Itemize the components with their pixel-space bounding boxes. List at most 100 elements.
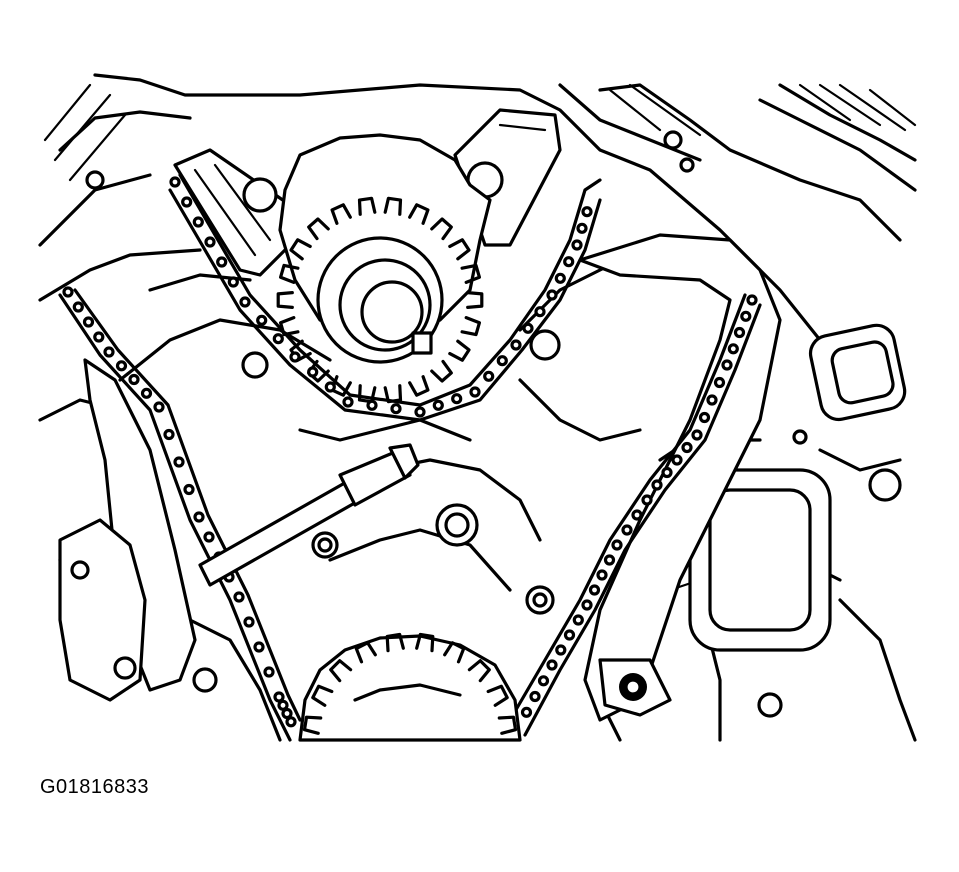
chain-link — [529, 690, 541, 703]
chain-link — [93, 331, 105, 343]
chain-link — [342, 396, 354, 408]
sprocket-tooth — [279, 263, 300, 284]
chain-link — [243, 616, 255, 628]
left-upper-chain-guide — [173, 148, 302, 277]
chain-link — [239, 296, 251, 308]
sprocket-tooth — [448, 238, 471, 261]
chain-link — [128, 373, 140, 386]
chain-link — [140, 387, 153, 399]
chain-link — [366, 399, 378, 411]
chain-link — [691, 429, 703, 441]
engine-block-outline — [38, 73, 917, 742]
sprocket-tooth — [357, 384, 377, 404]
bolts — [85, 130, 902, 718]
chain-link — [193, 511, 205, 523]
chain-link — [277, 699, 289, 711]
right-chain-tensioner-arm — [578, 233, 782, 722]
sprocket-tooth — [497, 715, 518, 735]
chain-link — [483, 370, 495, 382]
chain-link — [233, 591, 245, 603]
sprocket-tooth — [289, 238, 312, 261]
chain-link — [281, 707, 293, 720]
sprocket-tooth — [448, 339, 471, 362]
figure-code-label: G01816833 — [40, 776, 150, 798]
sprocket-tooth — [408, 375, 430, 397]
chain-link — [324, 381, 336, 393]
chain-link — [432, 399, 444, 411]
chain-link — [571, 239, 583, 251]
chain-link — [72, 301, 84, 313]
left-camshaft-sprocket — [276, 133, 492, 404]
chain-link — [82, 316, 95, 328]
chain-link — [727, 343, 739, 355]
sprocket-tooth — [329, 659, 353, 683]
chain-link — [555, 644, 567, 656]
chain-link — [671, 454, 683, 466]
chain-link — [307, 366, 319, 378]
chain-link — [661, 466, 673, 479]
sprocket-tooth — [466, 291, 484, 309]
chain-link — [62, 286, 74, 298]
chain-link — [713, 376, 726, 389]
sprocket-tooth — [430, 217, 453, 241]
chain-link — [596, 569, 608, 581]
right-timing-chain — [508, 293, 762, 737]
timing-chain-diagram — [38, 73, 917, 742]
chain-link — [181, 196, 193, 208]
sprocket-tooth — [307, 217, 330, 241]
sprocket-tooth — [276, 291, 294, 309]
sprocket-tooth — [408, 203, 430, 225]
chain-link — [611, 539, 623, 551]
chain-link — [216, 256, 228, 268]
chain-link — [510, 339, 522, 351]
chain-link — [253, 641, 265, 653]
left-chain-tensioner-guide — [58, 358, 197, 702]
chain-link — [534, 306, 546, 318]
sprocket-tooth — [486, 684, 509, 707]
chain-link — [681, 441, 693, 454]
chain-link — [651, 479, 663, 491]
sprocket-tooth — [415, 632, 435, 653]
chain-link — [263, 666, 275, 678]
chain-link — [103, 346, 115, 358]
chain-link — [115, 360, 128, 372]
sprocket-tooth — [302, 715, 323, 735]
chain-link — [520, 706, 533, 718]
chain-link — [414, 406, 426, 418]
coolant-port-openings — [658, 323, 907, 652]
chain-link — [576, 222, 588, 234]
chain-link — [163, 428, 175, 441]
chain-link — [451, 393, 463, 405]
chain-link — [469, 386, 481, 398]
chain-link — [273, 691, 285, 703]
chain-link — [733, 326, 746, 339]
chain-link — [621, 524, 633, 536]
chain-link — [706, 394, 718, 406]
sprocket-tooth — [311, 684, 334, 707]
sprocket-tooth — [330, 203, 352, 225]
chain-link — [256, 314, 268, 326]
chain-link — [204, 236, 216, 248]
oil-feed-tube — [198, 443, 420, 587]
sprocket-tooth — [357, 196, 377, 216]
chain-link — [285, 716, 297, 728]
chain-link — [203, 531, 215, 543]
chain-link — [496, 355, 508, 367]
chain-link — [698, 411, 711, 424]
chain-link — [169, 176, 181, 188]
sprocket-tooth — [460, 263, 481, 284]
chain-link — [581, 206, 593, 218]
chain-link — [546, 289, 558, 301]
chain-link — [153, 401, 165, 413]
chain-link — [603, 554, 616, 566]
sprocket-tooth — [467, 659, 491, 683]
chain-link — [227, 276, 239, 288]
chain-link — [192, 216, 204, 228]
chain-link — [572, 614, 584, 626]
sprocket-tooth — [383, 196, 403, 216]
chain-link — [588, 584, 601, 596]
chain-link — [522, 322, 534, 334]
sprocket-tooth — [354, 641, 377, 664]
sprocket-tooth — [443, 641, 466, 664]
chain-link — [183, 483, 195, 496]
